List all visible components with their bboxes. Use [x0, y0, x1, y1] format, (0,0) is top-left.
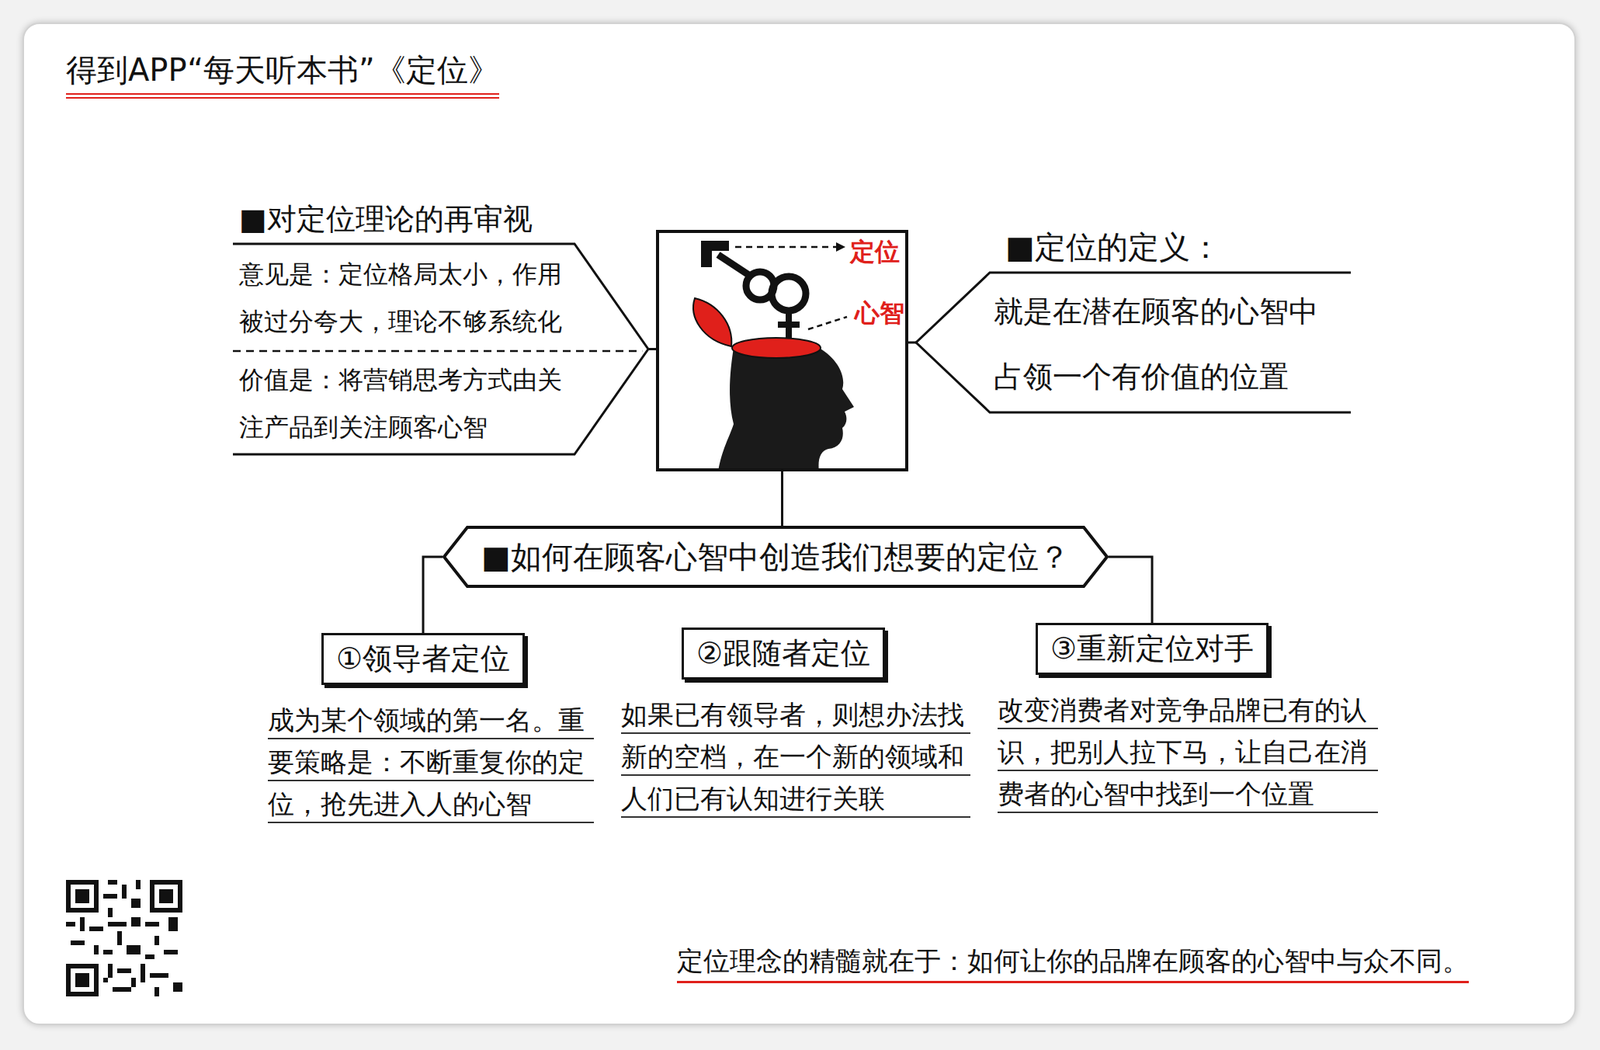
qr-finder [75, 888, 90, 903]
head-silhouette [718, 347, 854, 472]
strategy-text: 改变消费者对竞争品牌已有的认识，把别人拉下马，让自己在消费者的心智中找到一个位置 [997, 688, 1378, 815]
strategy-box: ②跟随者定位如果已有领导者，则想办法找新的空档，在一个新的领域和人们已有认知进行… [621, 627, 971, 820]
qr-finder [149, 879, 183, 913]
section-heading: ■对定位理论的再审视 [232, 200, 649, 239]
qr-finder [65, 963, 99, 997]
body-text: 就是在潜在顾客的心智中占领一个有价值的位置 [916, 279, 1351, 410]
leader-line [735, 246, 838, 249]
strategy-box: ③重新定位对手改变消费者对竞争品牌已有的认识，把别人拉下马，让自己在消费者的心智… [997, 622, 1378, 815]
leader-line [808, 316, 847, 330]
strategy-title: ②跟随者定位 [681, 627, 886, 680]
qr-finder [70, 968, 94, 992]
qr-code [65, 879, 183, 997]
illustration-label: 心智 [854, 298, 905, 328]
body-text: 意见是：定位格局太小，作用被过分夸大，理论不够系统化 [232, 250, 649, 346]
body-text: 价值是：将营销思考方式由关注产品到关注顾客心智 [232, 356, 649, 452]
female-symbol [771, 276, 806, 311]
section-heading: ■定位的定义： [916, 226, 1351, 268]
question-hexagon: ■如何在顾客心智中创造我们想要的定位？ [442, 525, 1109, 588]
strategy-text: 如果已有领导者，则想办法找新的空档，在一个新的领域和人们已有认知进行关联 [621, 693, 971, 820]
connector [780, 471, 784, 526]
qr-finder [70, 884, 94, 908]
qr-finder [65, 879, 99, 913]
qr-finder [75, 972, 90, 987]
section-shape: ■定位的定义： 就是在潜在顾客的心智中占领一个有价值的位置 [916, 226, 1351, 415]
female-cross [777, 321, 800, 328]
illustration-label: 定位 [850, 236, 900, 267]
shape-outline [232, 243, 649, 455]
qr-finder [159, 888, 174, 903]
question-text: ■如何在顾客心智中创造我们想要的定位？ [442, 525, 1109, 588]
section-shape: ■对定位理论的再审视意见是：定位格局太小，作用被过分夸大，理论不够系统化价值是：… [232, 200, 649, 457]
qr-ground [65, 879, 183, 997]
strategy-title: ③重新定位对手 [1035, 622, 1269, 675]
divider-line [232, 350, 643, 353]
caption: 定位理念的精髓就在于：如何让你的品牌在顾客的心智中与众不同。 [676, 943, 1469, 983]
male-arrowhead [701, 240, 729, 268]
strategy-box: ①领导者定位成为某个领域的第一名。重要策略是：不断重复你的定位，抢先进入人的心智 [267, 632, 594, 825]
male-arrow [718, 254, 750, 276]
qr-finder [154, 884, 178, 908]
illustration-box: 定位心智 [655, 229, 909, 472]
open-skull [732, 337, 821, 358]
connector [423, 556, 443, 633]
page-title: 得到APP“每天听本书”《定位》 [65, 49, 500, 99]
qr-modules [65, 879, 183, 997]
shape-outline [916, 272, 1351, 413]
strategy-text: 成为某个领域的第一名。重要策略是：不断重复你的定位，抢先进入人的心智 [267, 698, 594, 825]
strategy-title: ①领导者定位 [321, 632, 525, 685]
connector [1108, 556, 1153, 623]
skull-flap [693, 298, 732, 347]
leader-arrowhead [836, 242, 846, 252]
page-frame [22, 22, 1576, 1025]
